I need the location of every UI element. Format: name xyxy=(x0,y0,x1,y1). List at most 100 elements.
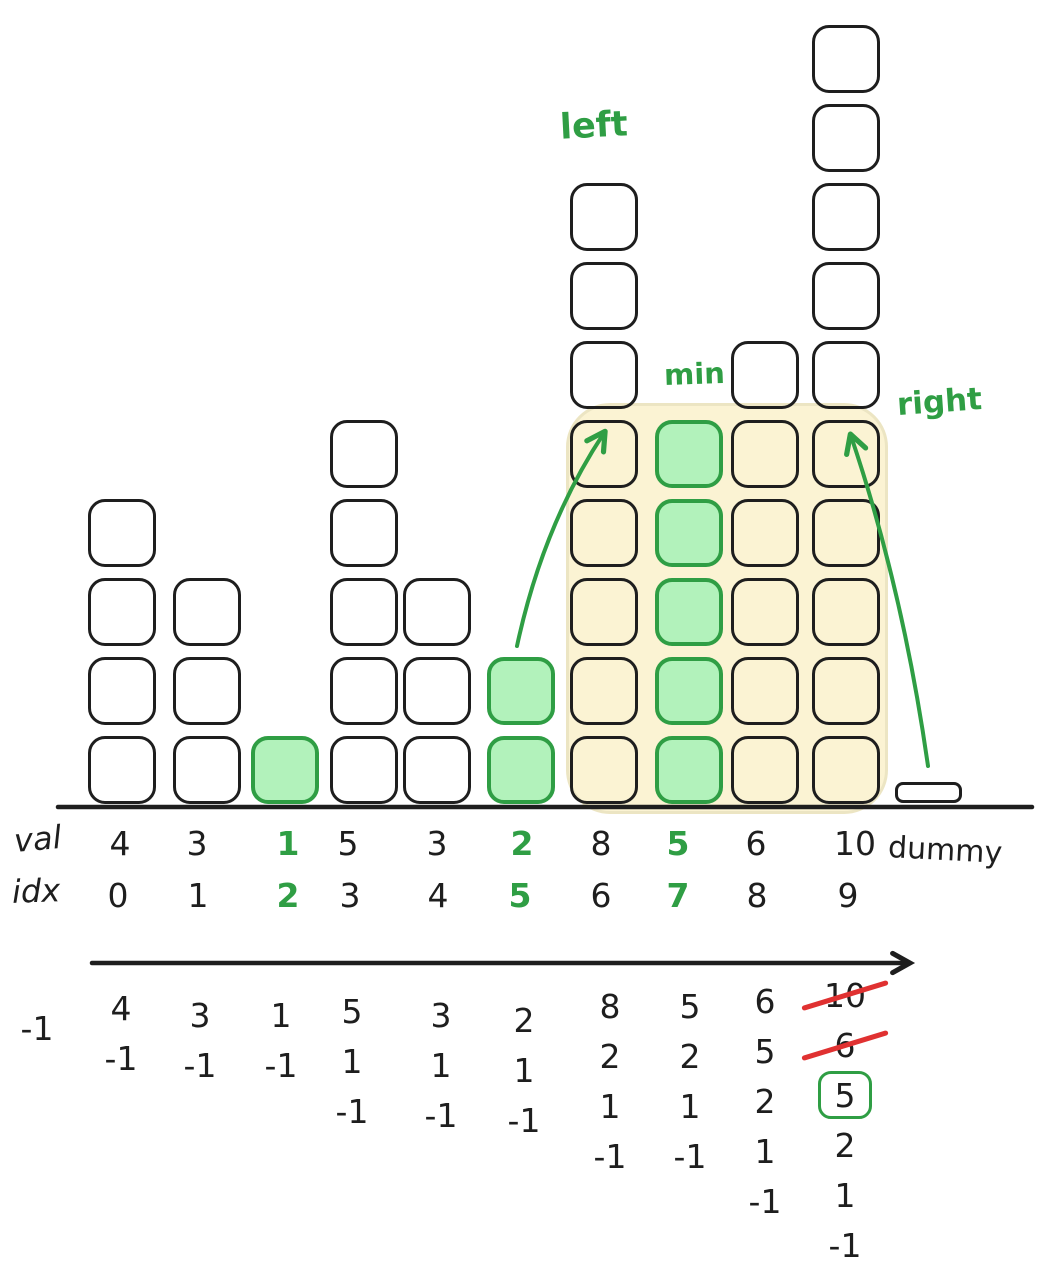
histogram-block xyxy=(330,657,398,725)
histogram-block xyxy=(173,578,241,646)
val-value-5: 2 xyxy=(510,824,534,863)
val-value-2: 1 xyxy=(276,824,300,863)
idx-value-0: 0 xyxy=(107,876,129,915)
min-label: min xyxy=(663,355,726,393)
stack-item: -1 xyxy=(424,1096,458,1135)
stack-item: -1 xyxy=(183,1046,217,1085)
histogram-block xyxy=(88,657,156,725)
histogram-block xyxy=(570,736,638,804)
stack-item: 5 xyxy=(341,992,363,1031)
stack-item: 4 xyxy=(110,989,132,1028)
stack-item: -1 xyxy=(20,1009,54,1048)
right-pointer-label: right xyxy=(895,381,984,423)
histogram-block xyxy=(812,104,880,172)
idx-value-9: 9 xyxy=(837,876,859,915)
histogram-block xyxy=(88,736,156,804)
histogram-block xyxy=(403,736,471,804)
stack-item: -1 xyxy=(673,1137,707,1176)
idx-value-2: 2 xyxy=(276,876,300,915)
stack-item-popped: 10 xyxy=(803,972,887,1020)
dummy-bar xyxy=(895,782,962,803)
stack-item: 8 xyxy=(599,987,621,1026)
stack-item: 2 xyxy=(599,1037,621,1076)
val-value-3: 5 xyxy=(337,824,359,863)
stack-item: 3 xyxy=(189,996,211,1035)
val-value-0: 4 xyxy=(109,824,131,863)
histogram-block xyxy=(330,736,398,804)
histogram-block-green xyxy=(655,420,723,488)
idx-value-7: 7 xyxy=(666,876,690,915)
histogram-block xyxy=(570,341,638,409)
histogram-block xyxy=(812,183,880,251)
stack-item-result: 5 xyxy=(803,1071,887,1120)
val-row-label: val xyxy=(12,818,64,860)
histogram-block xyxy=(570,183,638,251)
stack-item: -1 xyxy=(264,1046,298,1085)
histogram-block-green xyxy=(655,578,723,646)
idx-value-3: 3 xyxy=(339,876,361,915)
stack-item-popped: 6 xyxy=(803,1022,887,1070)
idx-value-1: 1 xyxy=(187,876,209,915)
idx-value-5: 5 xyxy=(508,876,532,915)
val-value-6: 8 xyxy=(590,824,612,863)
val-value-9: 10 xyxy=(834,824,876,863)
histogram-block xyxy=(88,578,156,646)
stack-item: -1 xyxy=(828,1226,862,1265)
histogram-block xyxy=(731,499,799,567)
histogram-block xyxy=(731,420,799,488)
histogram-block xyxy=(330,420,398,488)
histogram-block xyxy=(731,578,799,646)
stack-item: 1 xyxy=(513,1051,535,1090)
histogram-block-green xyxy=(655,736,723,804)
histogram-block xyxy=(812,736,880,804)
stack-item: 1 xyxy=(754,1132,776,1171)
highlight-region xyxy=(566,403,888,814)
val-value-4: 3 xyxy=(426,824,448,863)
stack-item: 1 xyxy=(679,1087,701,1126)
idx-value-6: 6 xyxy=(590,876,612,915)
histogram-block xyxy=(731,657,799,725)
stack-item: -1 xyxy=(335,1092,369,1131)
stack-item: -1 xyxy=(104,1039,138,1078)
histogram-block xyxy=(812,341,880,409)
stack-item: 5 xyxy=(754,1032,776,1071)
histogram-block-green xyxy=(655,657,723,725)
histogram-block xyxy=(88,499,156,567)
histogram-block xyxy=(403,578,471,646)
histogram-block xyxy=(330,578,398,646)
histogram-block-green xyxy=(487,657,555,725)
stack-item: 6 xyxy=(754,982,776,1021)
stack-item: 2 xyxy=(513,1001,535,1040)
idx-row-label: idx xyxy=(11,871,61,911)
histogram-block xyxy=(403,657,471,725)
stack-item: 2 xyxy=(679,1037,701,1076)
val-value-8: 6 xyxy=(745,824,767,863)
histogram-block xyxy=(173,657,241,725)
stack-item: 2 xyxy=(834,1126,856,1165)
stack-item: 1 xyxy=(341,1042,363,1081)
stack-item: 2 xyxy=(754,1082,776,1121)
dummy-label: dummy xyxy=(887,830,1004,871)
idx-value-4: 4 xyxy=(427,876,449,915)
stack-item: 3 xyxy=(430,996,452,1035)
histogram-block-green xyxy=(487,736,555,804)
stack-item: 1 xyxy=(599,1087,621,1126)
left-pointer-label: left xyxy=(558,104,629,148)
stack-item: -1 xyxy=(593,1137,627,1176)
idx-value-8: 8 xyxy=(746,876,768,915)
stack-item: 5 xyxy=(679,987,701,1026)
histogram-block-green xyxy=(251,736,319,804)
stack-item: -1 xyxy=(748,1182,782,1221)
histogram-block xyxy=(812,25,880,93)
histogram-block xyxy=(731,341,799,409)
stack-item: 1 xyxy=(430,1046,452,1085)
histogram-block xyxy=(812,262,880,330)
histogram-block xyxy=(570,657,638,725)
val-value-1: 3 xyxy=(186,824,208,863)
histogram-block xyxy=(570,262,638,330)
histogram-block xyxy=(330,499,398,567)
